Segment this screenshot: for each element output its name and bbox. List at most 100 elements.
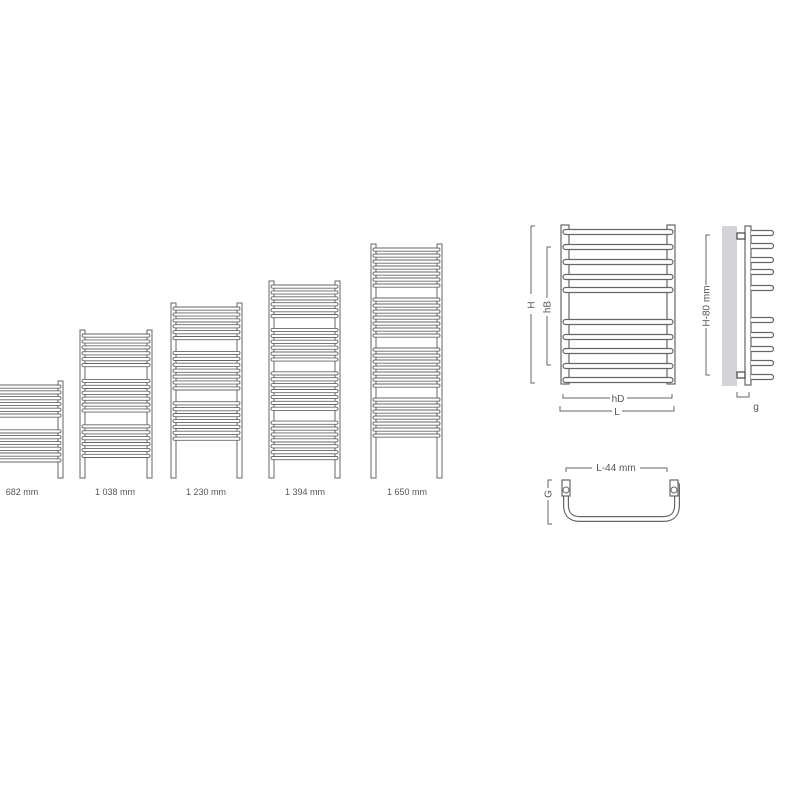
left-rail [560,224,570,385]
towel-bar [372,365,441,370]
towel-bar [270,314,339,319]
towel-bar [372,415,441,420]
bar-loop [751,256,775,264]
towel-bar [0,407,62,412]
towel-bar [270,426,339,431]
towel-bar [270,333,339,338]
right-rail [666,224,676,385]
towel-bar [372,247,441,252]
towel-bar [172,413,241,418]
towel-bar [372,297,441,302]
bar-loop [751,268,775,276]
towel-bar [172,401,241,406]
towel-bar [172,430,241,435]
towel-bar [172,306,241,311]
towel-bar [562,243,674,251]
towel-bar [172,380,241,385]
towel-bar [172,362,241,367]
towel-bar [372,309,441,314]
towel-bar [372,271,441,276]
towel-bar [372,327,441,332]
towel-bar [372,353,441,358]
towel-bar [372,433,441,438]
towel-bar [0,396,62,401]
towel-bar [0,458,62,463]
side-view [722,225,775,386]
towel-bar [270,357,339,362]
towel-bar [372,283,441,288]
dim-L: L [614,407,620,418]
u-bar-inner [564,483,679,521]
towel-bar [270,345,339,350]
towel-bar [81,436,151,441]
top-view [561,479,680,522]
towel-bar [81,430,151,435]
towel-bar [0,384,62,389]
bar-loop [751,331,775,339]
towel-bar [0,435,62,440]
towel-bar [372,359,441,364]
model-label-1394: 1 394 mm [285,487,325,497]
towel-bar [0,390,62,395]
towel-bar [562,362,674,370]
towel-bar [562,228,674,236]
towel-bar [0,429,62,434]
towel-bar [81,384,151,389]
towel-bar [562,258,674,266]
towel-bar [372,253,441,258]
bar-loop [751,373,775,381]
towel-bar [172,356,241,361]
bar-loop [751,316,775,324]
model-label-682: 682 mm [6,487,39,497]
model-label-1650: 1 650 mm [387,487,427,497]
towel-bar [372,427,441,432]
towel-bar [81,339,151,344]
towel-bar [270,296,339,301]
bottom-bracket [736,371,746,379]
towel-bar [270,339,339,344]
towel-bar [270,284,339,289]
towel-bar [81,408,151,413]
towel-bar [372,303,441,308]
towel-bar [172,336,241,341]
radiator-1394 [268,280,341,479]
towel-bar [270,456,339,461]
right-rail [236,302,243,479]
towel-bar [81,363,151,368]
radiator-1230 [170,302,243,479]
towel-bar [81,442,151,447]
valve-circle [562,486,570,494]
radiator-models [0,243,443,479]
towel-bar [270,377,339,382]
top-bracket [736,232,746,240]
towel-bar [270,383,339,388]
dim-g: g [753,402,759,413]
radiator-1650 [370,243,443,479]
towel-bar [172,418,241,424]
dim-top-width: L-44 mm [596,463,635,474]
towel-bar [270,302,339,307]
bar-loop [751,229,775,237]
towel-bar [81,447,151,453]
bar-loop [751,284,775,292]
bar-loop [751,359,775,367]
towel-bar [270,432,339,437]
towel-bar [562,333,674,341]
towel-bar [0,452,62,457]
dim-hD: hD [612,394,625,405]
u-bar-outer [563,482,680,522]
dimension-lines [530,225,750,525]
towel-bar [0,413,62,418]
valve-circle [670,486,678,494]
towel-bar [172,330,241,335]
bar-loop [751,242,775,250]
towel-bar [270,444,339,449]
towel-bar [372,421,441,426]
towel-bar [372,397,441,402]
towel-bar [81,453,151,458]
towel-bar [372,315,441,320]
towel-bar [81,333,151,338]
towel-bar [270,371,339,376]
model-label-1230: 1 230 mm [186,487,226,497]
